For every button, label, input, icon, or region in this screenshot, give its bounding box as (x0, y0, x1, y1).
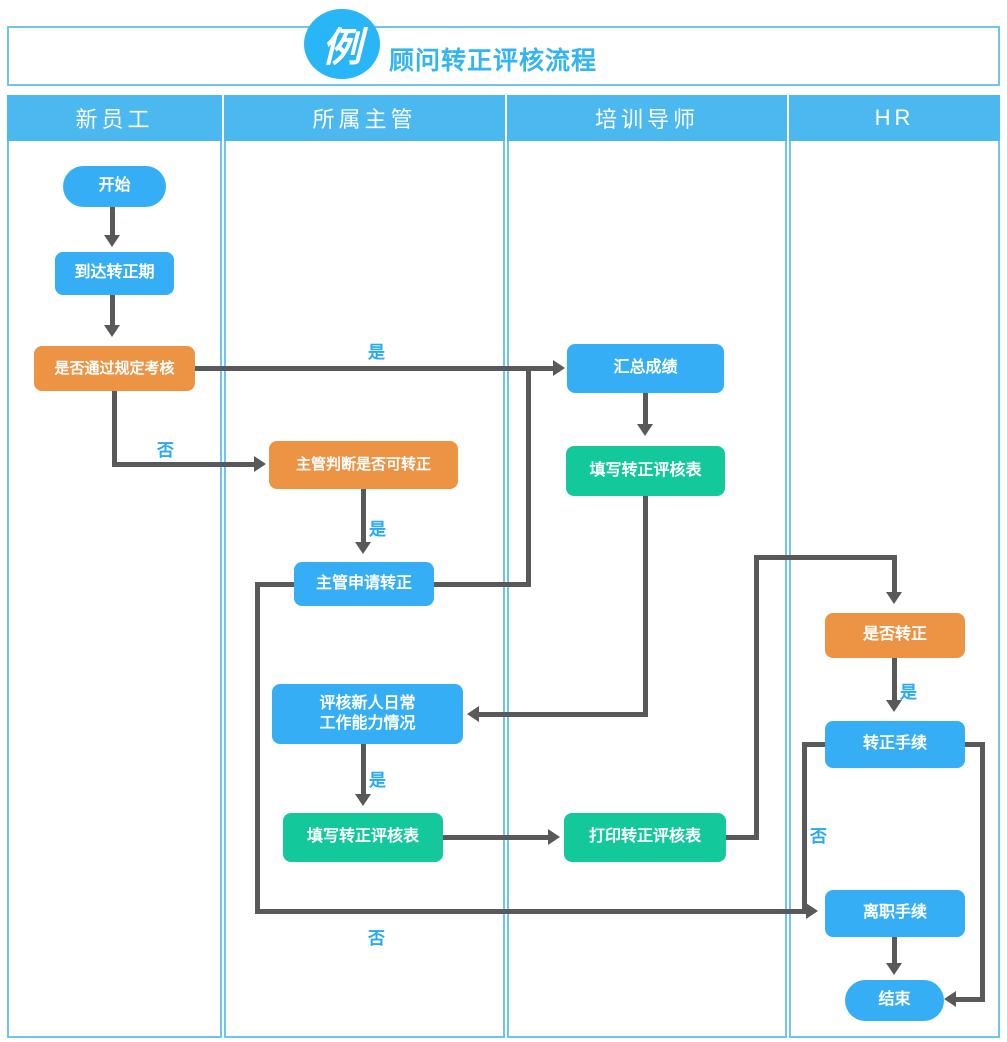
node-assess-new-employee[interactable]: 评核新人日常 工作能力情况 (272, 684, 463, 744)
edge-regularize-no-hline (802, 742, 828, 747)
node-arrive-probation-end[interactable]: 到达转正期 (55, 252, 174, 295)
title-band (7, 26, 1000, 86)
edge-label-judge-yes: 是 (369, 520, 386, 539)
edge-assess-yes-line (361, 744, 366, 796)
edge-regularize-to-end-hline2 (955, 997, 985, 1002)
lane-header-trainer: 培训导师 (507, 95, 787, 141)
edge-label-assess-yes: 是 (369, 771, 386, 790)
edge-hr-yes-arrow (886, 700, 902, 712)
node-end[interactable]: 结束 (845, 980, 944, 1021)
edge-apply-no-hline2 (255, 909, 810, 914)
edge-exam-no-hline (112, 462, 258, 467)
lane-header-new-employee: 新员工 (7, 95, 222, 141)
edge-fill-to-print-line (443, 835, 552, 840)
edge-exam-yes-line (195, 366, 558, 371)
edge-regularize-no-vline (802, 742, 807, 914)
node-trainer-fill-form[interactable]: 填写转正评核表 (566, 446, 725, 496)
edge-print-to-hr-vline2 (892, 555, 897, 595)
lane-header-supervisor: 所属主管 (224, 95, 505, 141)
lane-header-hr: HR (789, 95, 1000, 141)
edge-regularize-to-end-hline1 (965, 742, 985, 747)
edge-exam-no-arrow (254, 456, 266, 472)
edge-print-to-hr-arrow (886, 592, 902, 604)
edge-label-hr-no: 否 (810, 827, 827, 846)
edge-resign-to-end-arrow (886, 963, 902, 975)
edge-apply-no-vline (255, 582, 260, 914)
edge-label-hr-yes: 是 (900, 683, 917, 702)
edge-arrive-to-exam-line (110, 295, 115, 327)
node-start[interactable]: 开始 (63, 166, 166, 207)
edge-print-to-hr-vline1 (754, 555, 759, 840)
edge-regularize-to-end-vline (980, 742, 985, 1000)
edge-judge-yes-line (361, 489, 366, 544)
node-print-form[interactable]: 打印转正评核表 (564, 813, 726, 862)
node-regularization-procedure[interactable]: 转正手续 (825, 721, 965, 768)
edge-print-to-hr-hline1 (726, 835, 758, 840)
node-hr-confirm-decision[interactable]: 是否转正 (825, 613, 965, 658)
edge-print-to-hr-hline2 (754, 555, 897, 560)
example-badge-icon: 例 (304, 9, 380, 79)
edge-label-exam-yes: 是 (368, 343, 385, 362)
edge-label-exam-no: 否 (157, 441, 174, 460)
edge-exam-no-vline (112, 391, 117, 467)
edge-hr-yes-line (892, 658, 897, 703)
edge-tutorfill-to-assess-arrow (467, 706, 479, 722)
edge-start-to-arrive-arrow (104, 235, 120, 247)
edge-apply-to-sum-hline (434, 582, 530, 587)
edge-fill-to-print-arrow (548, 829, 560, 845)
node-supervisor-fill-form[interactable]: 填写转正评核表 (283, 813, 443, 862)
edge-tutorfill-to-assess-vline (643, 496, 648, 717)
edge-start-to-arrive-line (110, 207, 115, 237)
edge-apply-no-hline1 (255, 582, 297, 587)
node-supervisor-judge-decision[interactable]: 主管判断是否可转正 (269, 441, 458, 489)
node-assess-new-employee-line1: 评核新人日常 工作能力情况 (319, 694, 416, 732)
edge-regularize-to-end-arrow (944, 991, 956, 1007)
edge-sum-to-fill-arrow (637, 424, 653, 436)
edge-sum-to-fill-line (643, 393, 648, 426)
node-summarize-score[interactable]: 汇总成绩 (567, 344, 724, 393)
edge-apply-to-sum-vline (526, 366, 531, 587)
edge-assess-yes-arrow (355, 794, 371, 806)
edge-label-apply-no: 否 (368, 929, 385, 948)
node-supervisor-apply[interactable]: 主管申请转正 (294, 562, 434, 606)
edge-tutorfill-to-assess-hline (478, 712, 648, 717)
edge-judge-yes-arrow (355, 542, 371, 554)
edge-resign-to-end-line (892, 937, 897, 967)
node-pass-exam-decision[interactable]: 是否通过规定考核 (34, 346, 195, 391)
edge-apply-no-arrow (806, 903, 818, 919)
edge-exam-yes-arrow (553, 360, 565, 376)
edge-arrive-to-exam-arrow (104, 325, 120, 337)
node-resignation-procedure[interactable]: 离职手续 (825, 890, 965, 937)
page-title: 顾问转正评核流程 (389, 47, 598, 75)
